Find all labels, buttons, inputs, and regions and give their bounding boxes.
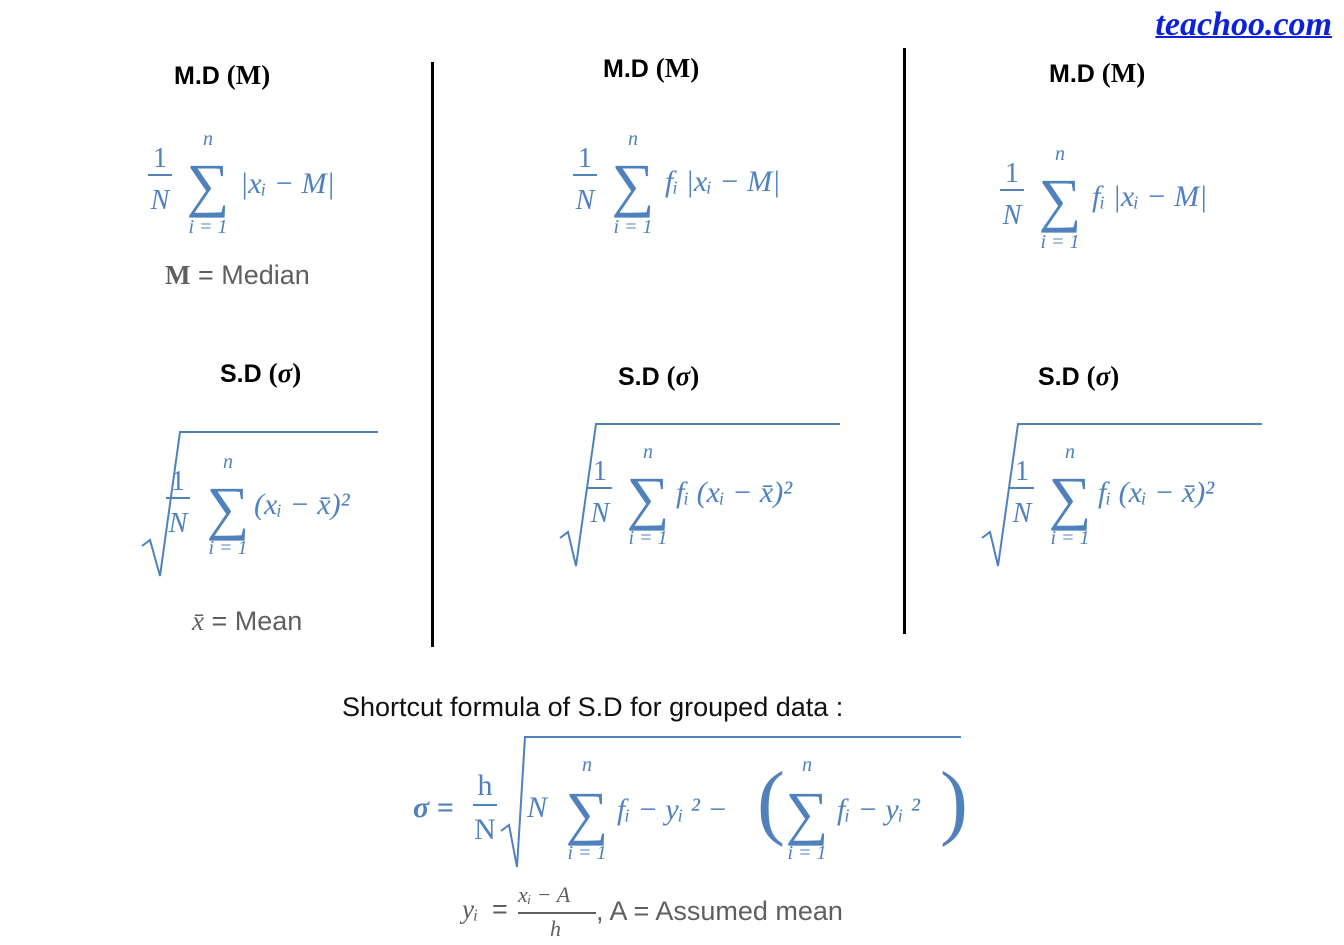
svg-text:(xᵢ − x̄)²: (xᵢ − x̄)² (254, 488, 351, 521)
yi-fraction-numerator: xᵢ − A (518, 882, 571, 907)
svg-text:1: 1 (1005, 158, 1019, 189)
svg-text:∑: ∑ (207, 475, 250, 541)
sd-heading-col1: S.D (σ) (220, 358, 302, 388)
svg-text:i = 1: i = 1 (208, 537, 247, 559)
shortcut-caption: Shortcut formula of S.D for grouped data… (342, 692, 844, 722)
svg-text:(: ( (757, 755, 785, 848)
md-formula-col1: 1 N n ∑ i = 1 |xᵢ − M| (148, 128, 335, 238)
md-formula-col2: 1 N n ∑ i = 1 fᵢ |xᵢ − M| (573, 128, 780, 238)
svg-text:∑: ∑ (1049, 465, 1092, 531)
median-note: M = Median (165, 260, 310, 290)
svg-text:n: n (582, 754, 592, 776)
md-formula-col3: 1 N n ∑ i = 1 fᵢ |xᵢ − M| (1000, 143, 1207, 253)
svg-text:∑: ∑ (627, 465, 670, 531)
svg-text:fᵢ (xᵢ − x̄)²: fᵢ (xᵢ − x̄)² (1098, 476, 1215, 509)
mean-note: x̄ = Mean (192, 606, 303, 636)
svg-text:n: n (203, 128, 213, 150)
svg-text:fᵢ |xᵢ − M|: fᵢ |xᵢ − M| (665, 165, 780, 198)
svg-text:1: 1 (578, 143, 592, 174)
svg-text:n: n (1055, 143, 1065, 165)
sd-formula-col3: 1 N n ∑ i = 1 fᵢ (xᵢ − x̄)² (981, 423, 1262, 567)
yi-fraction-bar (518, 912, 596, 914)
shortcut-formula: σ = h N N n ∑ i = 1 fᵢ − yᵢ ² − ( n ∑ i … (413, 736, 968, 868)
yi-definition: yᵢ = xᵢ − A h , A = Assumed mean (462, 880, 882, 942)
svg-text:N: N (1002, 200, 1023, 231)
svg-text:i = 1: i = 1 (628, 527, 667, 549)
svg-text:N: N (590, 498, 611, 529)
svg-text:|xᵢ − M|: |xᵢ − M| (240, 167, 335, 200)
yi-symbol: yᵢ (462, 894, 479, 924)
svg-text:∑: ∑ (187, 152, 230, 218)
svg-text:n: n (223, 451, 233, 473)
svg-text:i = 1: i = 1 (567, 842, 606, 864)
yi-fraction-denominator: h (550, 916, 561, 941)
svg-text:n: n (628, 128, 638, 150)
svg-text:∑: ∑ (1039, 167, 1082, 233)
svg-text:1: 1 (1015, 456, 1029, 487)
md-heading-col1: M.D (M) (174, 60, 271, 90)
sd-formula-col2: 1 N n ∑ i = 1 fᵢ (xᵢ − x̄)² (559, 423, 840, 567)
svg-text:): ) (940, 755, 968, 848)
svg-text:i = 1: i = 1 (188, 216, 227, 238)
svg-text:σ =: σ = (413, 791, 454, 824)
svg-text:N: N (526, 791, 549, 824)
svg-text:N: N (168, 508, 189, 539)
brand-logo: teachoo.com (1155, 6, 1332, 43)
svg-text:fᵢ − yᵢ ²: fᵢ − yᵢ ² (837, 793, 921, 826)
svg-text:n: n (1065, 441, 1075, 463)
svg-text:i = 1: i = 1 (1040, 231, 1079, 253)
svg-text:h: h (478, 769, 493, 802)
svg-text:∑: ∑ (566, 780, 609, 846)
divider-left (431, 62, 434, 647)
svg-text:∑: ∑ (786, 780, 829, 846)
svg-text:N: N (1012, 498, 1033, 529)
svg-text:N: N (575, 185, 596, 216)
sd-heading-col2: S.D (σ) (618, 361, 700, 391)
svg-text:N: N (150, 185, 171, 216)
md-heading-col2: M.D (M) (603, 53, 700, 83)
yi-equals: = (492, 894, 508, 924)
svg-text:fᵢ (xᵢ − x̄)²: fᵢ (xᵢ − x̄)² (676, 476, 793, 509)
svg-text:i = 1: i = 1 (1050, 527, 1089, 549)
divider-right (903, 48, 906, 634)
sd-heading-col3: S.D (σ) (1038, 361, 1120, 391)
svg-text:1: 1 (171, 466, 185, 497)
sd-formula-col1: 1 N n ∑ i = 1 (xᵢ − x̄)² (141, 431, 378, 577)
svg-text:fᵢ − yᵢ ² −: fᵢ − yᵢ ² − (617, 793, 728, 826)
svg-text:n: n (643, 441, 653, 463)
svg-text:1: 1 (593, 456, 607, 487)
svg-text:i = 1: i = 1 (787, 842, 826, 864)
svg-text:∑: ∑ (612, 152, 655, 218)
svg-text:i = 1: i = 1 (613, 216, 652, 238)
svg-text:N: N (474, 813, 496, 846)
svg-text:1: 1 (153, 143, 167, 174)
svg-text:n: n (802, 754, 812, 776)
svg-text:fᵢ |xᵢ − M|: fᵢ |xᵢ − M| (1092, 180, 1207, 213)
md-heading-col3: M.D (M) (1049, 58, 1146, 88)
assumed-mean-note: , A = Assumed mean (596, 896, 843, 926)
